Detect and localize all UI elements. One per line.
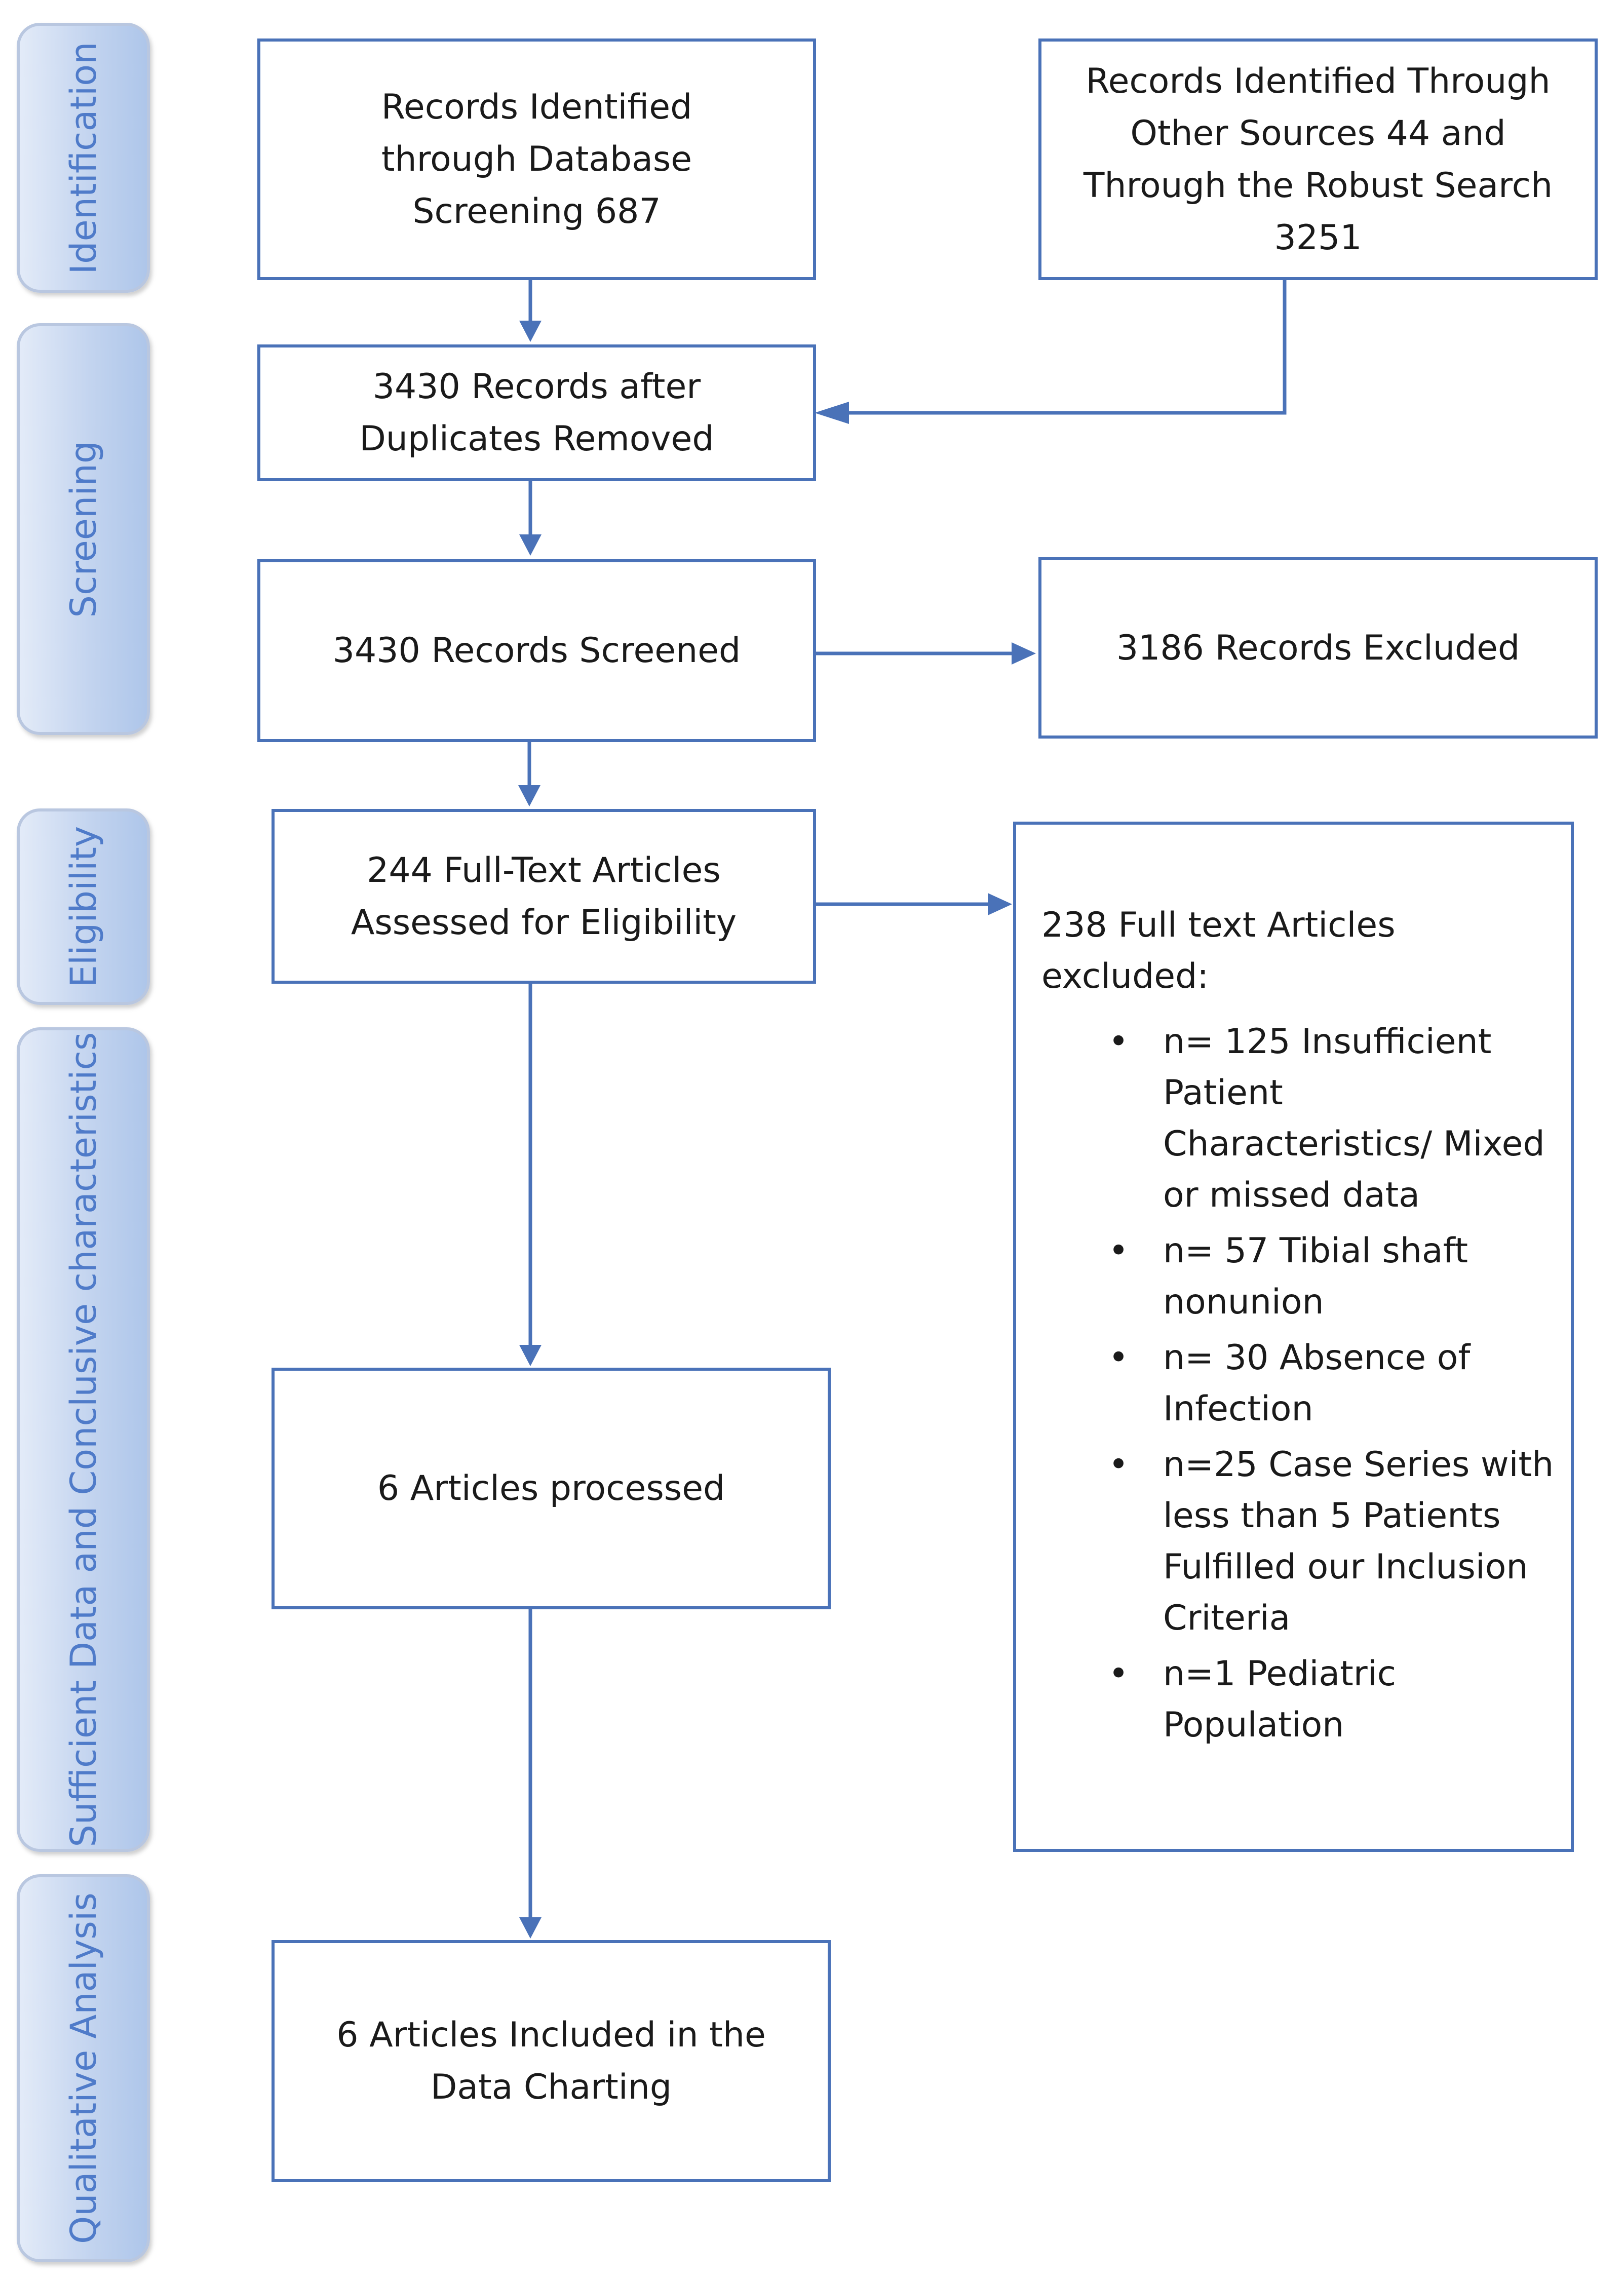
exclusion-reason-text: n=1 Pediatric Population	[1163, 1654, 1396, 1745]
bullet-icon: •	[1108, 1231, 1129, 1271]
arrowhead-screened-to-fulltext	[518, 785, 540, 806]
box-other-sources: Records Identified Through Other Sources…	[1038, 38, 1598, 280]
arrowhead-screened-to-excluded	[1012, 642, 1036, 665]
box-articles-included: 6 Articles Included in the Data Charting	[272, 1940, 831, 2182]
arrow-other-to-duplicates	[831, 278, 1287, 415]
box-records-excluded-text: 3186 Records Excluded	[1116, 628, 1520, 668]
exclusion-reason: • n= 125 Insufficient Patient Characteris…	[1108, 1016, 1558, 1221]
stage-qualitative-analysis: Qualitative Analysis	[17, 1874, 150, 2262]
box-duplicates-removed-text: 3430 Records after Duplicates Removed	[359, 367, 714, 459]
exclusion-reasons-list: • n= 125 Insufficient Patient Characteris…	[1108, 1016, 1558, 1755]
bullet-icon: •	[1108, 1338, 1129, 1378]
box-full-text-excluded: 238 Full text Articles excluded: • n= 125…	[1013, 822, 1574, 1852]
box-duplicates-removed: 3430 Records after Duplicates Removed	[257, 344, 816, 481]
exclusion-reason-text: n= 125 Insufficient Patient Characterist…	[1163, 1022, 1545, 1215]
box-database-records-text: Records Identified through Database Scre…	[381, 87, 692, 231]
box-other-sources-text: Records Identified Through Other Sources…	[1083, 61, 1553, 258]
exclusion-reason: • n=1 Pediatric Population	[1108, 1648, 1558, 1751]
exclusion-reason-text: n= 57 Tibial shaft nonunion	[1163, 1231, 1468, 1322]
exclusion-title: 238 Full text Articles excluded:	[1041, 905, 1396, 996]
box-full-text-assessed: 244 Full-Text Articles Assessed for Elig…	[272, 809, 816, 984]
box-records-excluded: 3186 Records Excluded	[1038, 557, 1598, 739]
arrowhead-database-to-duplicates	[519, 321, 542, 342]
arrowhead-other-to-duplicates	[815, 402, 849, 424]
exclusion-reason: • n= 57 Tibial shaft nonunion	[1108, 1225, 1558, 1328]
exclusion-reason-text: n= 30 Absence of Infection	[1163, 1338, 1471, 1429]
bullet-icon: •	[1108, 1445, 1129, 1485]
box-database-records: Records Identified through Database Scre…	[257, 38, 816, 280]
arrowhead-fulltext-to-processed	[519, 1345, 542, 1366]
arrowhead-duplicates-to-screened	[519, 534, 542, 556]
arrowhead-processed-to-included	[519, 1917, 542, 1939]
stage-identification: Identification	[17, 23, 150, 293]
arrowhead-fulltext-to-exclusion	[988, 893, 1012, 915]
exclusion-reason: • n=25 Case Series with less than 5 Patie…	[1108, 1439, 1558, 1644]
box-full-text-assessed-text: 244 Full-Text Articles Assessed for Elig…	[351, 850, 737, 943]
box-articles-processed: 6 Articles processed	[272, 1368, 831, 1609]
box-records-screened-text: 3430 Records Screened	[332, 631, 741, 671]
exclusion-reason: • n= 30 Absence of Infection	[1108, 1332, 1558, 1435]
stage-eligibility: Eligibility	[17, 808, 150, 1005]
exclusion-reason-text: n=25 Case Series with less than 5 Patien…	[1163, 1445, 1554, 1638]
stage-sufficient-data: Sufficient Data and Conclusive character…	[17, 1027, 150, 1852]
box-articles-processed-text: 6 Articles processed	[377, 1468, 725, 1508]
bullet-icon: •	[1108, 1022, 1129, 1062]
stage-screening: Screening	[17, 323, 150, 735]
bullet-icon: •	[1108, 1654, 1129, 1694]
box-articles-included-text: 6 Articles Included in the Data Charting	[336, 2015, 766, 2107]
box-records-screened: 3430 Records Screened	[257, 559, 816, 742]
